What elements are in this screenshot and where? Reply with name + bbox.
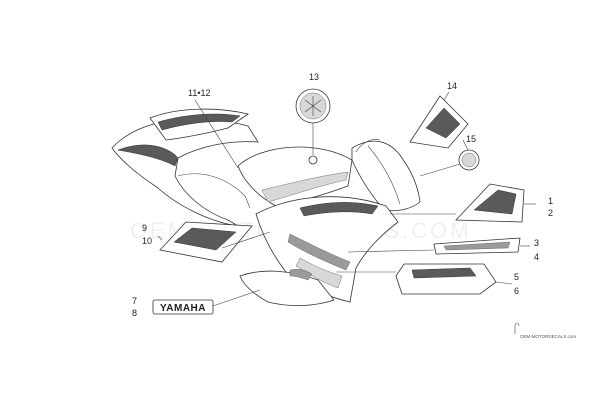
leader-7-8 xyxy=(212,289,261,307)
decal-7-8-brand-text: YAMAHA xyxy=(160,303,206,314)
callout-11-12: 11•12 xyxy=(188,88,211,98)
lower-cowl xyxy=(239,270,335,307)
lower-cowl-patch xyxy=(289,269,313,281)
callout-2: 2 xyxy=(548,208,553,218)
callout-1: 1 xyxy=(548,196,553,206)
callout-10: 10 xyxy=(142,236,152,246)
leader-15-body xyxy=(419,163,461,177)
leader-15 xyxy=(462,139,469,151)
decal-14-inner xyxy=(425,107,461,139)
credit-logo-icon xyxy=(514,322,520,334)
decal-3-4-stripe xyxy=(443,241,511,251)
decal-1-2-stripe xyxy=(473,189,517,215)
emblem-13-tuning-fork xyxy=(304,96,322,116)
leader-5-6 xyxy=(495,281,513,285)
callout-6: 6 xyxy=(514,286,519,296)
callout-5: 5 xyxy=(514,272,519,282)
seat-outline xyxy=(177,173,251,209)
callout-14: 14 xyxy=(447,81,457,91)
leader-9-10 xyxy=(157,235,163,241)
leader-lines xyxy=(157,91,536,307)
callout-4: 4 xyxy=(534,252,539,262)
windscreen-line xyxy=(355,139,381,153)
emblem-15-inner xyxy=(461,152,477,168)
fairing-stripe-lower xyxy=(287,233,351,271)
callout-7: 7 xyxy=(132,296,137,306)
credit-text: OEM-MOTORDECALS.com xyxy=(520,334,576,339)
decal-5-6 xyxy=(395,263,497,295)
decal-11-12-stripe xyxy=(157,113,241,131)
callout-3: 3 xyxy=(534,238,539,248)
leader-3-4-body xyxy=(347,249,435,253)
fairing-stripe-upper xyxy=(299,202,379,217)
leader-14 xyxy=(443,91,450,101)
decal-5-6-stripe xyxy=(411,267,477,279)
leader-11-12 xyxy=(194,99,239,169)
tail-stripe xyxy=(117,144,179,167)
callout-15: 15 xyxy=(466,134,476,144)
front-cowl xyxy=(351,140,421,212)
tank-stripe xyxy=(261,171,349,203)
callout-13: 13 xyxy=(309,72,319,82)
tank-cap xyxy=(308,155,318,165)
decal-9-10-stripe xyxy=(173,227,237,251)
leader-9-10-body xyxy=(221,231,271,249)
cowl-inner-line xyxy=(367,145,401,205)
callout-8: 8 xyxy=(132,308,137,318)
decal-7-8 xyxy=(152,299,214,315)
callout-9: 9 xyxy=(142,223,147,233)
